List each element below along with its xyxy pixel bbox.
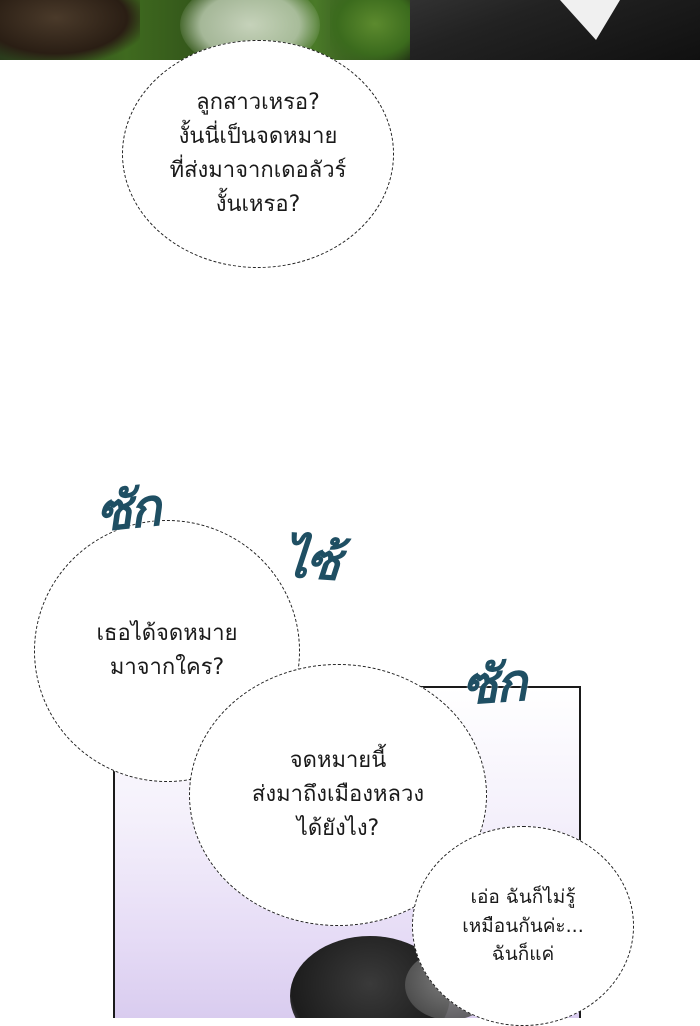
- bubble-line: เอ่อ ฉันก็ไม่รู้: [470, 886, 576, 909]
- bubble-line: เหมือนกันค่ะ...: [462, 914, 584, 937]
- grass-patch: [330, 0, 420, 60]
- bubble-line: งั้นเหรอ?: [215, 192, 301, 218]
- bubble-line: จดหมายนี้: [289, 747, 387, 773]
- bubble-line: ที่ส่งมาจากเดอลัวร์: [169, 158, 347, 183]
- bubble-line: ลูกสาวเหรอ?: [196, 89, 320, 115]
- bubble-line: ฉันก็แค่: [491, 943, 555, 966]
- bubble-line: ได้ยังไง?: [296, 816, 380, 842]
- hair-shadow: [0, 0, 140, 60]
- speech-bubble-3: จดหมายนี้ ส่งมาถึงเมืองหลวง ได้ยังไง?: [189, 664, 487, 926]
- dark-coat: [410, 0, 700, 60]
- bubble-line: มาจากใคร?: [109, 655, 225, 680]
- sound-effect-1: ซัก: [93, 476, 162, 545]
- bubble-line: ส่งมาถึงเมืองหลวง: [251, 781, 425, 807]
- bubble-line: เธอได้จดหมาย: [96, 620, 238, 646]
- speech-bubble-1: ลูกสาวเหรอ? งั้นนี่เป็นจดหมาย ที่ส่งมาจา…: [122, 40, 394, 268]
- top-panel-illustration: [0, 0, 700, 60]
- sound-effect-2: ไซ้: [281, 529, 341, 592]
- speech-bubble-4: เอ่อ ฉันก็ไม่รู้ เหมือนกันค่ะ... ฉันก็แค…: [412, 826, 634, 1026]
- bubble-line: งั้นนี่เป็นจดหมาย: [178, 123, 338, 149]
- sound-effect-3: ซัก: [460, 651, 527, 718]
